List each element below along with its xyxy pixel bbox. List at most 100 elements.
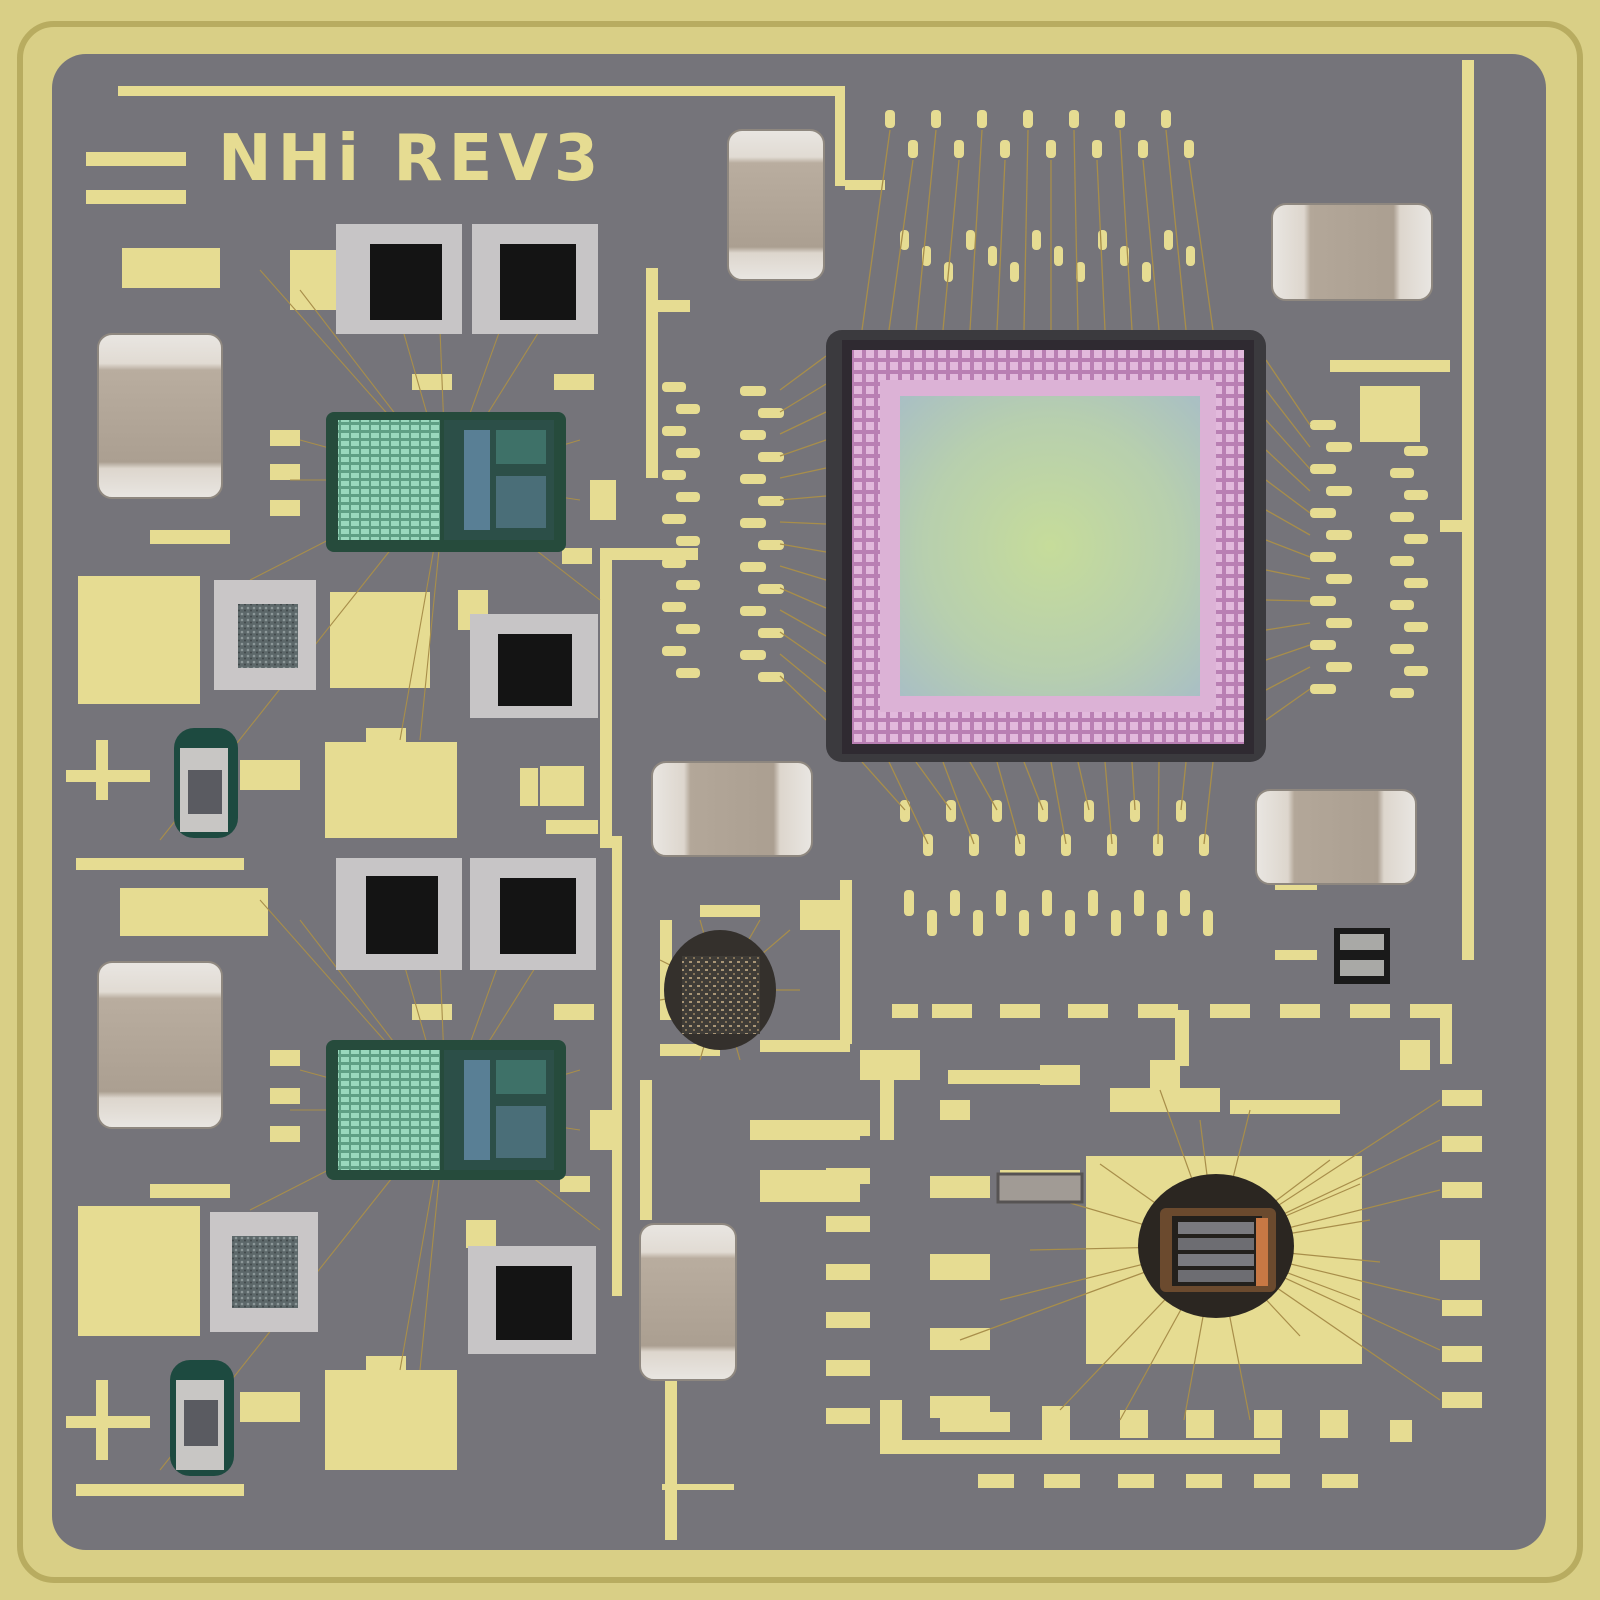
- bond-wire: [1203, 761, 1214, 845]
- bond-pad: [1019, 910, 1029, 936]
- bond-pad: [966, 230, 975, 250]
- capacitor: [1255, 789, 1417, 885]
- bond-pad: [1180, 890, 1190, 916]
- bond-pad: [1310, 684, 1336, 694]
- bond-pad: [676, 668, 700, 678]
- bond-pad: [662, 426, 686, 436]
- bond-pad: [1134, 890, 1144, 916]
- bond-wire: [942, 761, 975, 845]
- bond-pad: [996, 890, 1006, 916]
- bond-pad: [676, 492, 700, 502]
- bond-pad: [1111, 910, 1121, 936]
- bond-wire: [915, 129, 937, 331]
- bond-wire: [779, 631, 827, 665]
- sensor-array-die: [1138, 1174, 1294, 1318]
- bond-pad: [1061, 834, 1071, 856]
- bond-pad: [1176, 800, 1186, 822]
- bond-pad: [1161, 110, 1171, 128]
- bond-wire: [888, 761, 929, 845]
- bond-pad: [1310, 640, 1336, 650]
- bond-pad: [1015, 834, 1025, 856]
- bond-pad: [676, 448, 700, 458]
- bond-pad: [1153, 834, 1163, 856]
- bond-pad: [954, 140, 964, 158]
- bond-pad: [758, 584, 784, 594]
- bond-wire: [1265, 622, 1311, 631]
- bond-pad: [1326, 662, 1352, 672]
- bond-pad: [758, 496, 784, 506]
- bond-pad: [1310, 596, 1336, 606]
- bond-pad: [904, 890, 914, 916]
- bond-wire: [861, 761, 906, 811]
- bond-pad: [1069, 110, 1079, 128]
- bond-wire: [779, 609, 827, 637]
- bond-pad: [1390, 600, 1414, 610]
- bond-pad: [676, 404, 700, 414]
- bond-pad: [676, 624, 700, 634]
- bond-pad: [1390, 688, 1414, 698]
- frame-groove: [17, 21, 1583, 1583]
- bond-pad: [1326, 618, 1352, 628]
- bond-wire: [1265, 449, 1311, 492]
- bond-pad: [1130, 800, 1140, 822]
- bond-wire: [969, 129, 983, 331]
- bond-pad: [988, 246, 997, 266]
- bond-pad: [1032, 230, 1041, 250]
- capacitors: [97, 129, 1433, 1381]
- bond-wire: [1265, 599, 1311, 602]
- bond-pad: [662, 646, 686, 656]
- bond-wire: [915, 761, 952, 811]
- bond-pad: [740, 606, 766, 616]
- bond-pad: [1404, 490, 1428, 500]
- capacitor: [97, 961, 223, 1129]
- bond-pad: [950, 890, 960, 916]
- bond-pad: [1404, 666, 1428, 676]
- bond-wire: [779, 495, 827, 501]
- bond-pad: [1046, 140, 1056, 158]
- bond-pad: [1042, 890, 1052, 916]
- bond-pad: [1186, 246, 1195, 266]
- bond-pad: [1098, 230, 1107, 250]
- bond-pad: [1038, 800, 1048, 822]
- bond-pad: [977, 110, 987, 128]
- capacitor: [1271, 203, 1433, 301]
- bond-wire: [1265, 688, 1311, 721]
- bond-pad: [946, 800, 956, 822]
- power-die: [496, 1266, 572, 1340]
- bond-pad: [1084, 800, 1094, 822]
- bond-wire: [1119, 129, 1133, 331]
- bond-pad: [1326, 574, 1352, 584]
- bond-pad: [1310, 464, 1336, 474]
- power-die: [370, 244, 442, 320]
- bond-wire: [1077, 761, 1090, 811]
- bond-wire: [1157, 761, 1160, 845]
- bond-pad: [908, 140, 918, 158]
- bond-pad: [1310, 552, 1336, 562]
- bond-wire: [1142, 159, 1160, 331]
- bond-wire: [779, 565, 827, 581]
- bond-pad: [1326, 486, 1352, 496]
- driver-module-lower: [170, 858, 596, 1476]
- bond-pad: [1184, 140, 1194, 158]
- bond-wire: [996, 761, 1021, 845]
- gold-traces: [66, 60, 1482, 1540]
- power-die: [500, 878, 576, 954]
- bond-wire: [779, 383, 827, 413]
- bond-wire: [779, 355, 827, 391]
- bond-wire: [1265, 644, 1311, 661]
- bond-wire: [1050, 761, 1067, 845]
- bond-pad: [758, 628, 784, 638]
- chip-resistor: [996, 1172, 1084, 1204]
- bond-wire: [779, 587, 827, 609]
- power-die: [498, 634, 572, 706]
- bond-pad: [662, 382, 686, 392]
- bond-pad: [1390, 556, 1414, 566]
- bond-pad: [1157, 910, 1167, 936]
- driver-module-upper: [174, 224, 598, 838]
- bond-pad: [1115, 110, 1125, 128]
- bond-pad: [1390, 424, 1414, 434]
- bond-wire: [779, 653, 827, 693]
- bond-pad: [758, 540, 784, 550]
